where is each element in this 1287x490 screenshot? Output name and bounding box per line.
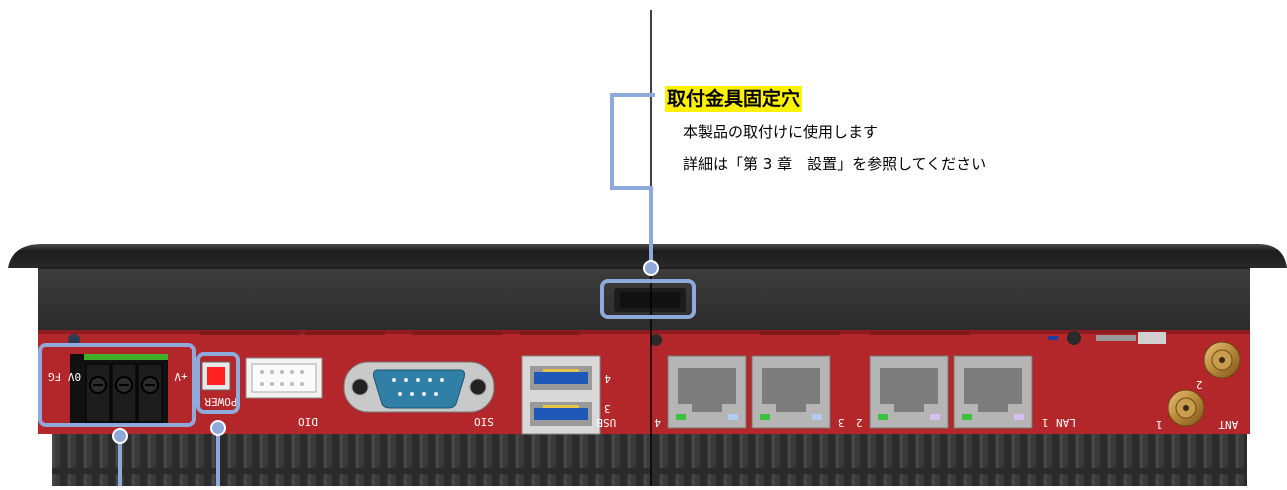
label-ant: ANT <box>1218 418 1238 431</box>
label-ant-1: 1 <box>1156 418 1163 431</box>
sio-connector <box>343 361 495 413</box>
switch <box>1138 332 1166 344</box>
heatsink-fins <box>52 434 1247 486</box>
label-plus-v: +V <box>174 370 188 383</box>
callout-reference: 詳細は「第 3 章 設置」を参照してください <box>683 155 987 173</box>
power-terminal-highlight <box>38 343 196 427</box>
usb-ports <box>521 355 601 435</box>
label-0v-fg: 0V FG <box>48 370 81 383</box>
lan-port-3 <box>751 355 831 429</box>
mounting-hole-highlight <box>600 279 696 319</box>
power-switch-highlight <box>196 352 240 414</box>
label-usb-3: 3 <box>604 402 611 415</box>
label-usb: USB <box>596 416 616 429</box>
lan-port-2 <box>869 355 949 429</box>
label-usb-4: 4 <box>604 372 611 385</box>
label-power: POWER <box>204 395 237 408</box>
label-lan-2: 2 <box>856 416 863 429</box>
label-lan-4: 4 <box>654 416 661 429</box>
front-bezel <box>8 244 1287 268</box>
screw <box>650 334 662 346</box>
label-ant-2: 2 <box>1196 378 1203 391</box>
label-sio: SIO <box>474 415 494 428</box>
power-switch <box>201 361 231 391</box>
label-lan: LAN <box>1056 416 1076 429</box>
lan-port-4 <box>667 355 747 429</box>
callout-description: 本製品の取付けに使用します <box>683 123 879 141</box>
callout-title: 取付金具固定穴 <box>665 86 803 112</box>
label-lan-1: 1 <box>1042 416 1049 429</box>
lan-port-1 <box>953 355 1033 429</box>
label-lan-3: 3 <box>838 416 845 429</box>
leader-dot <box>643 260 659 276</box>
antenna-connector-1 <box>1167 389 1205 427</box>
leader-dot <box>112 428 128 444</box>
antenna-connector-2 <box>1203 341 1241 379</box>
dio-connector <box>245 357 323 399</box>
switch <box>1096 335 1136 341</box>
power-terminal-block <box>70 354 168 424</box>
mounting-hole-leader <box>610 93 655 268</box>
label-dio: DIO <box>298 415 318 428</box>
screw <box>1067 331 1081 345</box>
leader-dot <box>210 420 226 436</box>
